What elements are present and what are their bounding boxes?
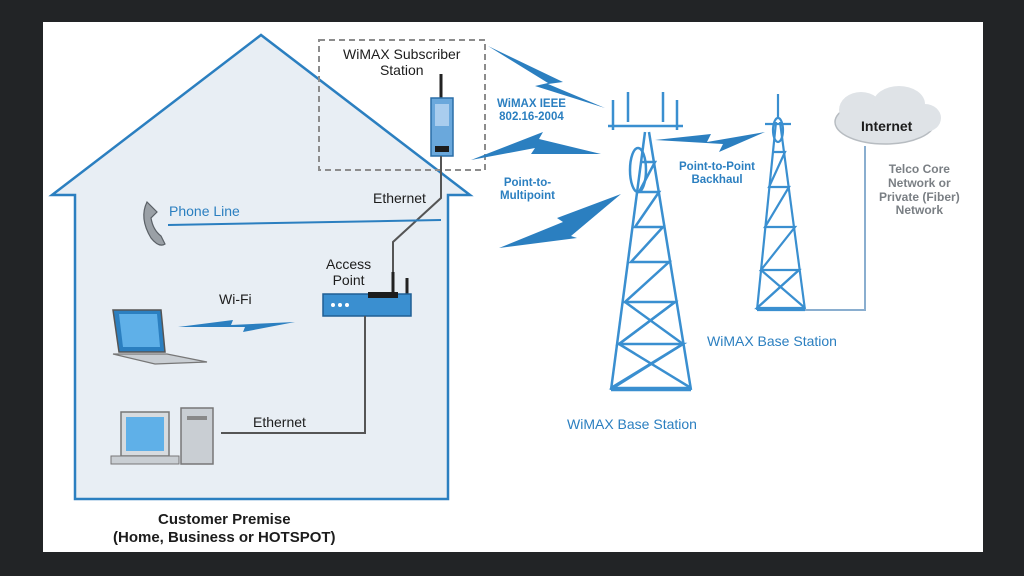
slide: WiMAX Subscriber Station WiMAX IEEE 802.…	[43, 22, 983, 552]
customer-premise-line1: Customer Premise	[157, 511, 291, 528]
backhaul-label: Point-to-Point Backhaul	[679, 161, 755, 187]
lightning-icon	[488, 46, 605, 108]
tower-icon	[754, 94, 807, 312]
ieee-label: WiMAX IEEE 802.16-2004	[497, 98, 566, 124]
customer-premise-line2: (Home, Business or HOTSPOT)	[113, 529, 336, 546]
lightning-icon	[499, 194, 621, 248]
customer-premise-label: Customer Premise (Home, Business or HOTS…	[113, 511, 336, 547]
ethernet-bottom-label: Ethernet	[253, 414, 306, 430]
subscriber-station-label-line1: WiMAX Subscriber	[343, 46, 461, 62]
multipoint-label-line1: Point-to-	[503, 177, 552, 189]
ieee-label-line1: WiMAX IEEE	[497, 98, 566, 110]
backhaul-label-line2: Backhaul	[691, 174, 743, 187]
laptop-icon	[112, 309, 208, 365]
telco-label: Telco Core Network or Private (Fiber) Ne…	[879, 162, 960, 218]
subscriber-station-box	[318, 39, 486, 171]
ieee-label-line2: 802.16-2004	[499, 111, 564, 124]
telco-label-line2: Network or	[888, 175, 951, 190]
base-station-secondary-label: WiMAX Base Station	[707, 333, 837, 349]
subscriber-station-icon	[430, 74, 454, 157]
ethernet-top-label: Ethernet	[373, 190, 426, 206]
point-to-multipoint-label: Point-to- Multipoint	[500, 177, 555, 203]
phone-line-wire	[167, 219, 442, 226]
access-point-icon	[322, 272, 412, 317]
access-point-label: Access Point	[326, 256, 371, 288]
multipoint-label-line2: Multipoint	[500, 190, 555, 203]
base-station-main-label: WiMAX Base Station	[567, 416, 697, 432]
lightning-icon	[471, 132, 601, 160]
wifi-label: Wi-Fi	[219, 291, 252, 307]
access-point-label-line1: Access	[326, 256, 372, 272]
telco-label-line4: Network	[895, 203, 944, 218]
backhaul-lightning-icon	[655, 132, 765, 152]
tower-icon	[608, 92, 693, 392]
fiber-link	[805, 146, 866, 311]
desktop-icon	[110, 407, 214, 465]
cloud-icon	[834, 86, 941, 145]
subscriber-station-label: WiMAX Subscriber Station	[343, 46, 460, 78]
ethernet-link-bottom	[221, 316, 366, 434]
diagram-canvas	[48, 33, 941, 501]
subscriber-station-label-line2: Station	[379, 62, 424, 79]
phone-line-label: Phone Line	[169, 203, 240, 219]
telco-label-line1: Telco Core	[888, 162, 950, 176]
phone-icon	[143, 200, 166, 246]
internet-label: Internet	[861, 118, 913, 134]
wifi-lightning-icon	[178, 320, 295, 332]
backhaul-label-line1: Point-to-Point	[679, 161, 756, 173]
access-point-label-line2: Point	[332, 272, 365, 289]
telco-label-line3: Private (Fiber)	[879, 189, 960, 204]
